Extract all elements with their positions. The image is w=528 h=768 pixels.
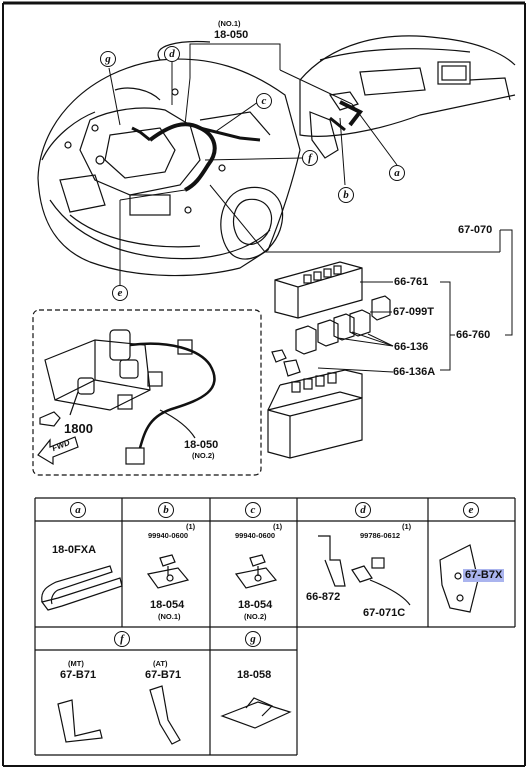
label-67-070: 67-070: [458, 224, 493, 236]
label-66-136: 66-136: [394, 341, 429, 353]
label-66-760: 66-760: [456, 329, 491, 341]
callout-c: c: [256, 93, 272, 109]
cell-f-at-note: (AT): [153, 659, 168, 668]
callout-d: d: [164, 46, 180, 62]
cell-f-part-mt: 67-B71: [60, 669, 97, 681]
parts-table-grid: [34, 497, 516, 756]
cell-d-screw: 99786-0612: [360, 531, 401, 540]
cell-c-bolt: 99940-0600: [235, 531, 276, 540]
dashboard-illustration: [299, 35, 516, 159]
label-no1: (NO.1): [218, 19, 241, 28]
cell-c-part: 18-054: [238, 599, 273, 611]
cell-a-part: 18-0FXA: [52, 544, 97, 556]
label-harness-no2: 18-050: [184, 439, 219, 451]
label-1800: 1800: [64, 421, 93, 436]
cell-b-part: 18-054: [150, 599, 185, 611]
cell-d-qty: (1): [402, 522, 412, 531]
label-66-136a: 66-136A: [393, 366, 436, 378]
cell-d-part2: 67-071C: [363, 607, 406, 619]
cell-b-qty: (1): [186, 522, 196, 531]
callout-g: g: [100, 51, 116, 67]
label-harness-no1: 18-050: [214, 29, 249, 41]
cell-d-part1: 66-872: [306, 591, 341, 603]
cell-f-part-at: 67-B71: [145, 669, 182, 681]
inset-harness-illustration: [39, 329, 216, 465]
table-header-f: f: [114, 631, 130, 647]
cell-c-note: (NO.2): [244, 612, 267, 621]
cell-c-qty: (1): [273, 522, 283, 531]
table-header-d: d: [355, 502, 371, 518]
table-header-a: a: [70, 502, 86, 518]
callout-b: b: [338, 187, 354, 203]
cell-f-mt-note: (MT): [68, 659, 84, 668]
callout-a: a: [389, 165, 405, 181]
engine-bay-illustration: [37, 40, 301, 277]
cell-e-part-highlighted[interactable]: 67-B7X: [463, 569, 505, 582]
label-no2: (NO.2): [192, 451, 215, 460]
table-header-c: c: [245, 502, 261, 518]
cell-g-part: 18-058: [237, 669, 272, 681]
label-66-761: 66-761: [394, 276, 429, 288]
table-header-g: g: [245, 631, 261, 647]
callout-e: e: [112, 285, 128, 301]
callout-f: f: [302, 150, 318, 166]
table-part-drawings: [40, 535, 479, 745]
label-67-099t: 67-099T: [393, 306, 434, 318]
cell-b-note: (NO.1): [158, 612, 181, 621]
cell-b-bolt: 99940-0600: [148, 531, 189, 540]
table-header-b: b: [158, 502, 174, 518]
fuse-box-illustration: [267, 261, 391, 459]
table-header-e: e: [463, 502, 479, 518]
